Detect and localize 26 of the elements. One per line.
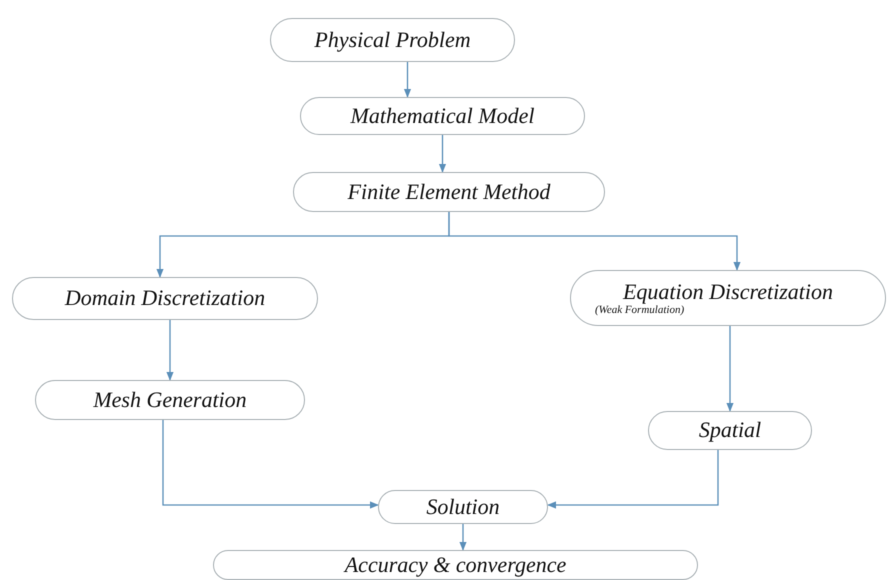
node-label: Equation Discretization	[622, 280, 833, 304]
arrow	[448, 212, 741, 271]
process-box	[300, 97, 585, 135]
note-text: (Weak Formulation)	[595, 304, 684, 316]
arrow	[459, 524, 467, 551]
process-box	[648, 411, 812, 450]
arrow	[162, 420, 379, 509]
process-box	[293, 172, 605, 212]
process-box	[12, 277, 318, 320]
process-box	[378, 490, 548, 524]
arrow	[547, 450, 719, 509]
arrow	[404, 62, 412, 98]
process-box	[213, 550, 698, 580]
process-box	[35, 380, 305, 420]
node-label: Accuracy & convergence	[344, 552, 566, 578]
node-label: Mesh Generation	[93, 388, 247, 412]
node-label: Physical Problem	[314, 28, 471, 52]
arrow	[726, 326, 734, 412]
process-box	[270, 18, 515, 62]
node-label: Spatial	[698, 418, 762, 443]
node-label: Solution	[426, 494, 500, 520]
node-label: Mathematical Model	[350, 104, 534, 128]
arrow	[438, 135, 446, 173]
node-label: Finite Element Method	[348, 180, 550, 204]
arrow	[166, 320, 174, 381]
node-label: Domain Discretization	[64, 286, 266, 311]
